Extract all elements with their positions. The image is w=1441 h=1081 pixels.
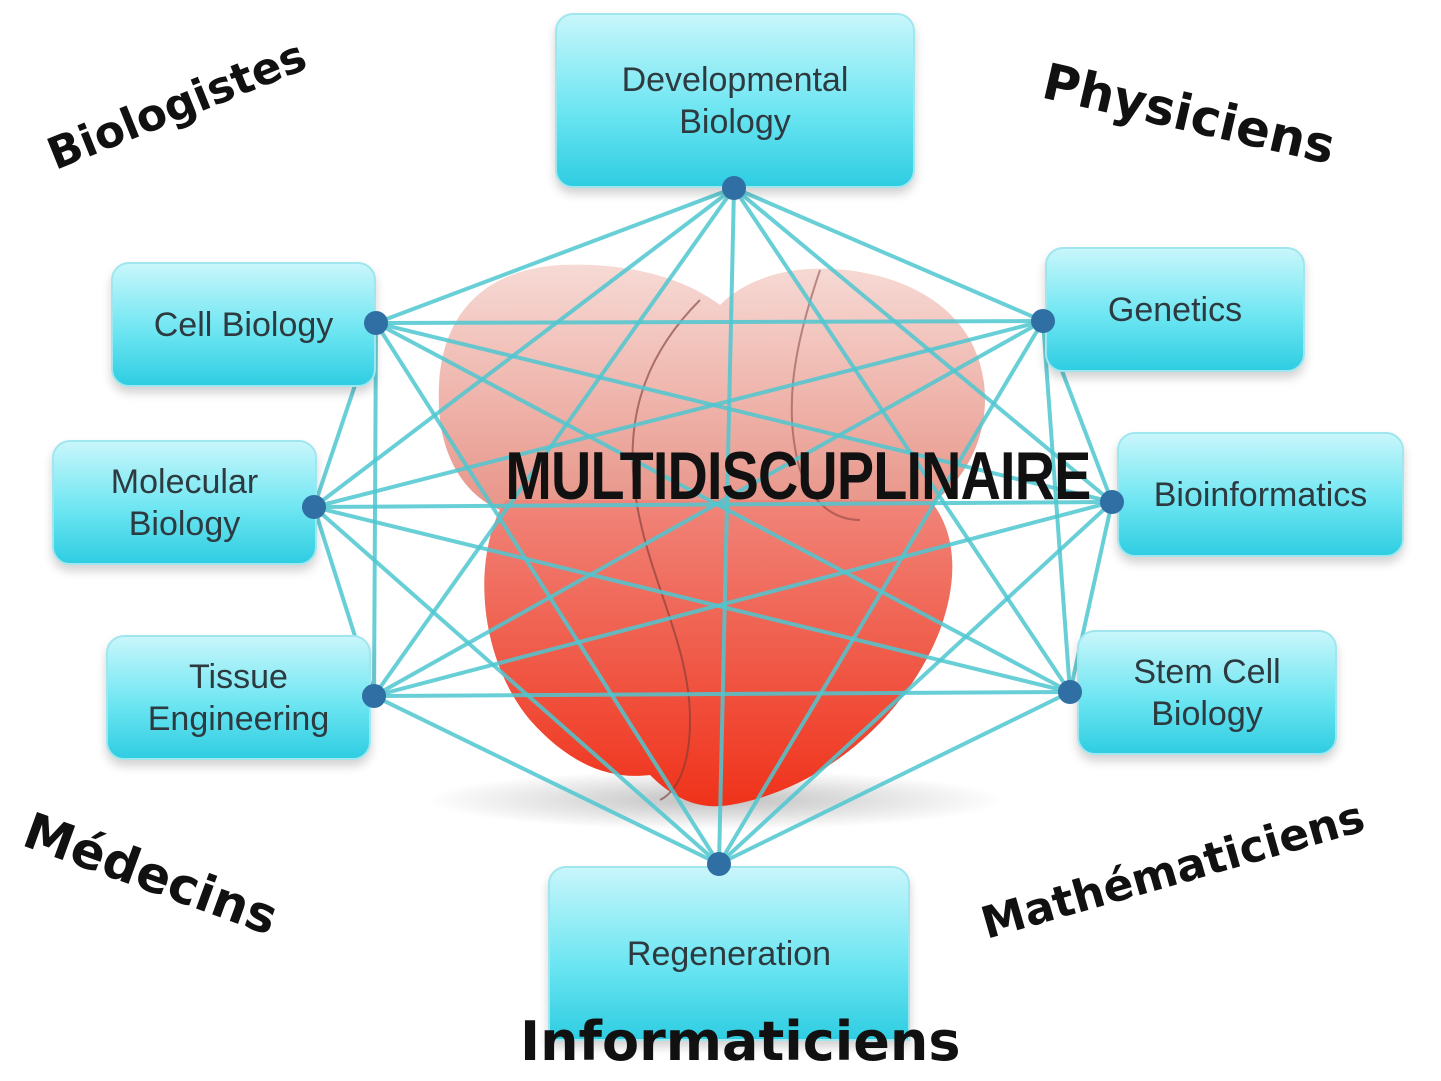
heart-upper-lobes — [438, 264, 986, 510]
node-regeneration: Regeneration — [548, 866, 910, 1041]
connector-dot-bioinformatics — [1100, 490, 1124, 514]
node-bioinformatics: Bioinformatics — [1117, 432, 1404, 557]
node-tissue-engineering: Tissue Engineering — [106, 635, 371, 760]
node-developmental-biology: Developmental Biology — [555, 13, 915, 188]
edge-tissue-engineering-to-genetics — [373, 319, 1044, 698]
node-stem-cell-biology: Stem Cell Biology — [1077, 630, 1337, 755]
connector-dot-developmental-biology — [722, 176, 746, 200]
connector-dot-regeneration — [707, 852, 731, 876]
edge-molecular-biology-to-regeneration — [312, 505, 721, 866]
center-title: MULTIDISCUPLINAIRE — [505, 438, 1091, 514]
connector-dot-tissue-engineering — [362, 684, 386, 708]
connection-lines — [312, 186, 1114, 866]
edge-cell-biology-to-genetics — [375, 319, 1044, 325]
heart-illustration — [438, 264, 986, 807]
group-label-informaticiens: Informaticiens — [520, 1010, 961, 1073]
heart-lower-body — [484, 500, 953, 807]
edge-molecular-biology-to-stem-cell-biology — [313, 505, 1071, 694]
heart-vessel-line — [631, 299, 701, 801]
edge-genetics-to-regeneration — [717, 319, 1045, 866]
node-cell-biology: Cell Biology — [111, 262, 376, 387]
edge-genetics-to-stem-cell-biology — [1041, 320, 1072, 693]
edge-cell-biology-to-tissue-engineering — [372, 322, 378, 697]
edge-developmental-biology-to-bioinformatics — [732, 186, 1114, 504]
edge-stem-cell-biology-to-regeneration — [718, 690, 1071, 866]
edge-tissue-engineering-to-regeneration — [373, 694, 720, 866]
connector-dot-cell-biology — [364, 311, 388, 335]
edge-cell-biology-to-stem-cell-biology — [375, 321, 1071, 694]
node-molecular-biology: Molecular Biology — [52, 440, 317, 565]
connector-dot-genetics — [1031, 309, 1055, 333]
edge-developmental-biology-to-genetics — [733, 186, 1044, 323]
edge-developmental-biology-to-molecular-biology — [312, 186, 736, 509]
edge-tissue-engineering-to-bioinformatics — [373, 500, 1113, 698]
heart-vessel-line-2 — [790, 269, 861, 521]
node-genetics: Genetics — [1045, 247, 1305, 372]
edge-developmental-biology-to-cell-biology — [375, 186, 735, 325]
edge-bioinformatics-to-regeneration — [717, 500, 1114, 866]
edge-molecular-biology-to-genetics — [313, 319, 1044, 509]
edge-cell-biology-to-bioinformatics — [375, 321, 1113, 504]
connector-dot-molecular-biology — [302, 495, 326, 519]
edge-tissue-engineering-to-stem-cell-biology — [373, 690, 1071, 698]
edge-cell-biology-to-regeneration — [374, 321, 721, 866]
connector-dot-stem-cell-biology — [1058, 680, 1082, 704]
edge-developmental-biology-to-regeneration — [717, 187, 736, 865]
edge-developmental-biology-to-stem-cell-biology — [732, 186, 1072, 694]
